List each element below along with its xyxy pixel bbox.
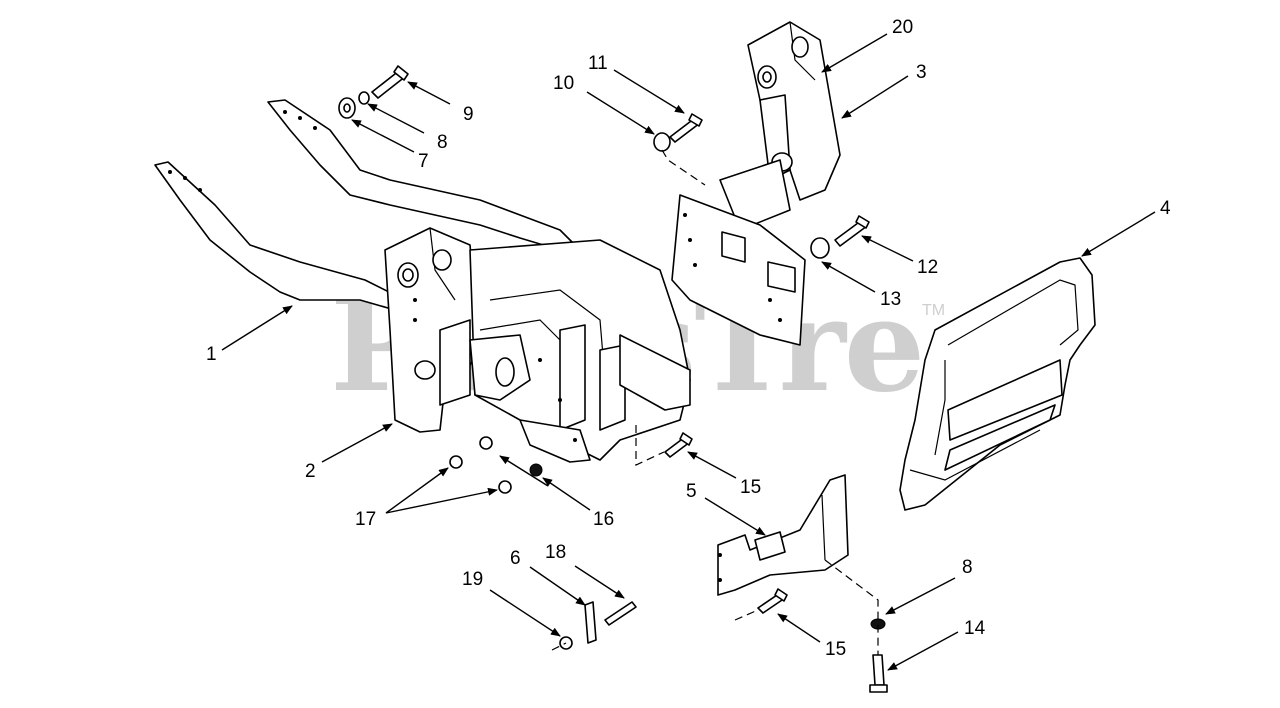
washer-10 bbox=[653, 132, 671, 152]
watermark-trademark: TM bbox=[922, 302, 946, 319]
bolt-14 bbox=[869, 654, 888, 693]
nuts-17 bbox=[449, 455, 512, 494]
lower-bracket bbox=[717, 474, 849, 596]
alignment-line-bolt-14 bbox=[824, 559, 879, 655]
callout-20: 20 bbox=[892, 17, 913, 38]
callout-8-upper: 8 bbox=[437, 132, 448, 153]
callout-11: 11 bbox=[588, 53, 608, 74]
nuts-16 bbox=[479, 436, 543, 477]
callout-18: 18 bbox=[545, 542, 566, 563]
callout-19: 19 bbox=[462, 569, 483, 590]
bolt-15-upper bbox=[664, 432, 693, 458]
callout-15-upper: 15 bbox=[740, 477, 761, 498]
leader-arrow-11 bbox=[613, 69, 685, 114]
alignment-line-nut-19 bbox=[551, 642, 567, 651]
leader-arrow-13 bbox=[821, 261, 876, 293]
washer-7 bbox=[338, 97, 356, 119]
leader-arrow-18 bbox=[574, 565, 625, 599]
callout-6: 6 bbox=[510, 548, 521, 569]
callout-16: 16 bbox=[593, 509, 614, 530]
alignment-line-bolt-15-lower bbox=[734, 609, 759, 621]
leader-arrow-8-lower bbox=[885, 577, 956, 615]
leader-arrow-9 bbox=[407, 81, 451, 105]
hitch-frame-assembly bbox=[384, 227, 691, 463]
callout-14: 14 bbox=[964, 618, 986, 639]
callout-2: 2 bbox=[305, 461, 316, 482]
leader-arrow-16a bbox=[499, 455, 549, 487]
leader-arrow-16b bbox=[542, 477, 591, 511]
bolt-11 bbox=[669, 113, 703, 143]
callout-9: 9 bbox=[463, 104, 474, 125]
leader-arrow-1 bbox=[221, 305, 293, 351]
callout-13: 13 bbox=[880, 289, 901, 310]
leader-arrow-17b bbox=[385, 487, 498, 514]
lift-bracket bbox=[719, 21, 841, 231]
callout-5: 5 bbox=[686, 481, 697, 502]
leader-arrow-19 bbox=[489, 589, 561, 637]
leader-arrow-8-upper bbox=[367, 103, 425, 134]
callout-3: 3 bbox=[916, 62, 927, 83]
leader-arrow-15-lower bbox=[777, 613, 821, 643]
leader-arrow-7 bbox=[351, 119, 415, 153]
alignment-line-washer-10 bbox=[661, 149, 706, 186]
bolt-15-lower bbox=[757, 588, 788, 614]
callout-12: 12 bbox=[917, 257, 938, 278]
leader-arrow-6 bbox=[529, 566, 586, 606]
leader-arrow-12 bbox=[861, 235, 914, 262]
washer-13 bbox=[810, 237, 830, 259]
callout-1: 1 bbox=[206, 344, 217, 365]
alignment-line-bolt-15-upper bbox=[635, 425, 665, 466]
callout-4: 4 bbox=[1160, 198, 1171, 219]
leader-arrow-10 bbox=[586, 91, 655, 135]
leader-arrow-17a bbox=[385, 467, 449, 514]
bolt-12 bbox=[834, 215, 870, 247]
mounting-plate bbox=[671, 194, 806, 346]
leader-arrow-5 bbox=[704, 497, 766, 536]
leader-arrow-2 bbox=[321, 423, 393, 463]
callout-8-lower: 8 bbox=[962, 557, 973, 578]
callout-10: 10 bbox=[553, 73, 574, 94]
bolt-9 bbox=[371, 65, 409, 99]
frame-rail-right bbox=[267, 99, 576, 251]
leader-arrow-14 bbox=[887, 631, 959, 671]
lockwasher-8-upper bbox=[358, 91, 370, 105]
leader-arrow-4 bbox=[1081, 211, 1156, 257]
leader-arrow-15-upper bbox=[687, 451, 737, 479]
strap-plate bbox=[584, 601, 597, 644]
grille-guard bbox=[899, 257, 1096, 511]
callout-15-lower: 15 bbox=[825, 639, 846, 660]
leader-arrow-20 bbox=[821, 33, 888, 73]
callout-17: 17 bbox=[355, 509, 376, 530]
bolt-18 bbox=[604, 601, 637, 626]
callout-7: 7 bbox=[418, 151, 429, 172]
leader-arrow-3 bbox=[841, 75, 909, 119]
